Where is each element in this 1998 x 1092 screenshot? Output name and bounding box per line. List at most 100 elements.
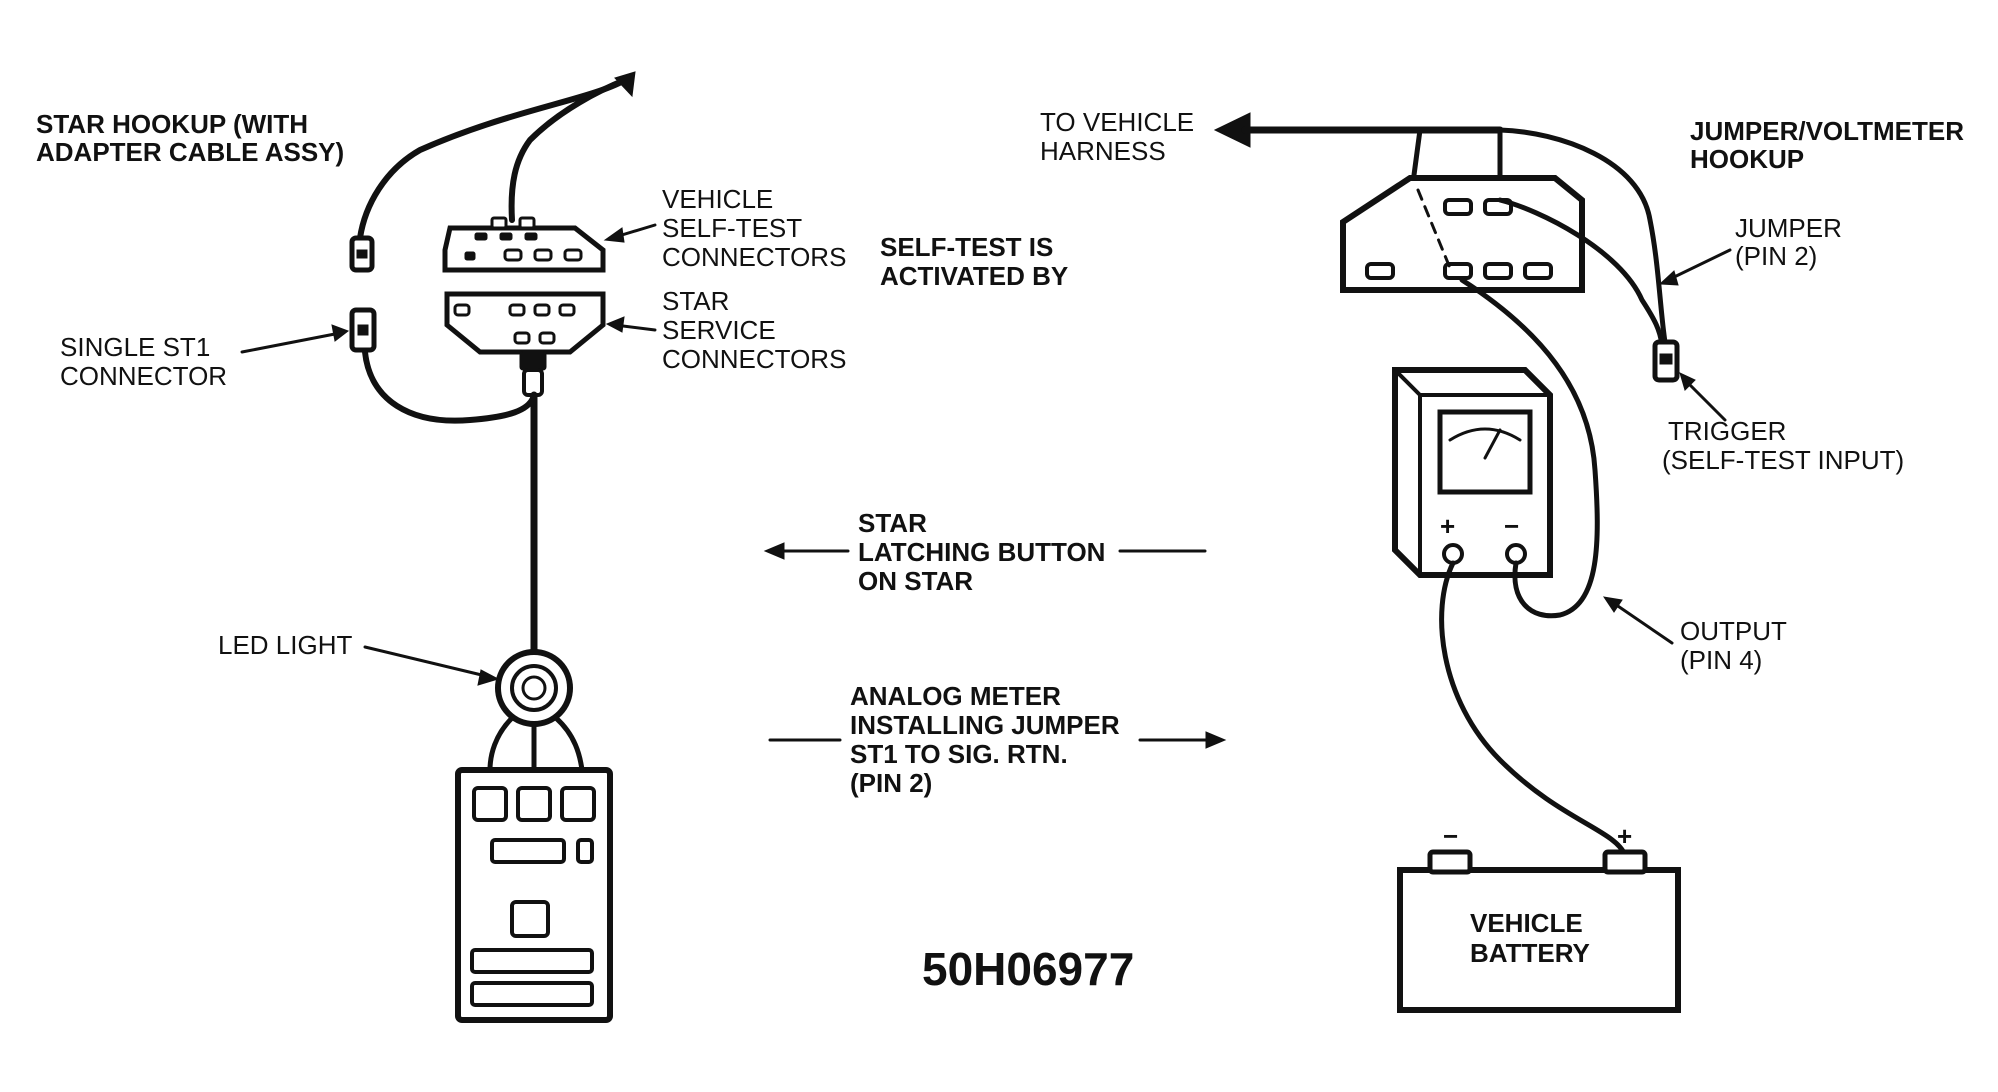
battery-label-line2: BATTERY — [1470, 938, 1590, 968]
meter-terminal-plus — [1442, 543, 1464, 565]
tester-latch-button — [510, 900, 550, 938]
vst-pin — [503, 248, 523, 262]
analog-line2: INSTALLING JUMPER — [850, 710, 1120, 740]
star-service-label-line2: SERVICE — [662, 315, 776, 345]
rc-pin — [1483, 262, 1513, 280]
jv-title-line1: JUMPER/VOLTMETER — [1690, 116, 1964, 146]
jumper-pointer-line — [1666, 248, 1732, 282]
rc-pin — [1523, 262, 1553, 280]
vst-pin — [524, 232, 538, 241]
st1-top-plug-slot — [356, 249, 368, 259]
led-core — [521, 675, 547, 701]
tester-display — [490, 838, 566, 864]
trigger-pointer-line — [1683, 378, 1727, 422]
meter-scale — [1448, 427, 1522, 442]
tester-button — [560, 786, 596, 822]
harness-wire-right — [1497, 127, 1671, 363]
internal-dashed-link — [1416, 188, 1452, 270]
vst-pin — [464, 251, 476, 261]
vst-pointer-arrow — [603, 227, 625, 243]
to-vehicle-line1: TO VEHICLE — [1040, 107, 1194, 137]
analog-line1: ANALOG METER — [850, 681, 1061, 711]
star-left-arrow — [763, 542, 785, 560]
trigger-label-line2: (SELF-TEST INPUT) — [1662, 445, 1904, 475]
led-pointer-line — [363, 645, 492, 679]
ssc-pin — [558, 303, 576, 317]
rc-pin — [1443, 198, 1473, 216]
battery-plus-sign: + — [1617, 821, 1632, 851]
star-service-label-line3: CONNECTORS — [662, 344, 846, 374]
tester-indicator — [576, 838, 594, 864]
single-st1-slot — [357, 324, 369, 336]
led-light-label: LED LIGHT — [218, 630, 352, 660]
left-title-line1: STAR HOOKUP (WITH — [36, 109, 308, 139]
meter-minus-sign: − — [1504, 511, 1519, 541]
ssc-pin — [533, 303, 551, 317]
vst-pin — [490, 216, 508, 230]
rc-pin — [1443, 262, 1473, 280]
vst-pin — [533, 248, 553, 262]
meter-terminal-minus — [1505, 543, 1527, 565]
output-pointer-arrow — [1602, 596, 1623, 613]
ssc-pin — [508, 303, 526, 317]
vehicle-selftest-label-line3: CONNECTORS — [662, 242, 846, 272]
vehicle-battery — [1397, 867, 1681, 1013]
vst-pin — [499, 232, 513, 241]
star-latch-line2: LATCHING BUTTON — [858, 537, 1105, 567]
battery-terminal-plus — [1602, 849, 1648, 875]
battery-minus-sign: − — [1443, 821, 1458, 851]
output-pointer-line — [1610, 600, 1674, 645]
meter-needle — [1483, 428, 1502, 460]
tester-button — [472, 786, 508, 822]
ssc-stem-plug — [522, 368, 544, 397]
led-leg — [553, 715, 585, 773]
jumper-label-line2: (PIN 2) — [1735, 241, 1817, 271]
vst-pin — [518, 216, 536, 230]
vehicle-selftest-label-line2: SELF-TEST — [662, 213, 802, 243]
star-latch-line3: ON STAR — [858, 566, 973, 596]
ssc-stem — [519, 351, 547, 371]
ssc-pin — [513, 331, 531, 345]
star-latch-line1: STAR — [858, 508, 927, 538]
tester-panel — [470, 948, 594, 974]
single-st1-label-line1: SINGLE ST1 — [60, 332, 210, 362]
output-wire — [1459, 277, 1600, 619]
trigger-plug-slot — [1659, 353, 1673, 365]
vst-pin — [474, 232, 488, 241]
selftest-line1: SELF-TEST IS — [880, 232, 1053, 262]
vehicle-selftest-label-line1: VEHICLE — [662, 184, 773, 214]
st1-cable — [362, 349, 536, 424]
analog-right-arrow — [1205, 731, 1227, 749]
star-service-label-line1: STAR — [662, 286, 729, 316]
meter-face — [1437, 409, 1533, 495]
selftest-line2: ACTIVATED BY — [880, 261, 1068, 291]
trigger-label-line1: TRIGGER — [1668, 416, 1786, 446]
trigger-pointer-arrow — [1679, 372, 1696, 391]
st1-pointer-arrow — [331, 324, 350, 342]
to-vehicle-line2: HARNESS — [1040, 136, 1166, 166]
cable-top-b — [357, 77, 628, 241]
meter-plus-sign: + — [1440, 511, 1455, 541]
battery-plus-wire — [1439, 560, 1628, 858]
jumper-pointer-arrow — [1658, 270, 1679, 286]
single-st1-label-line2: CONNECTOR — [60, 361, 227, 391]
battery-terminal-minus — [1427, 849, 1473, 875]
jumper-wire — [1497, 197, 1665, 348]
ssc-pin — [538, 331, 556, 345]
output-label-line2: (PIN 4) — [1680, 645, 1762, 675]
ssc-pin — [453, 303, 471, 317]
tester-panel — [470, 981, 594, 1007]
rc-pin — [1365, 262, 1395, 280]
left-title-line2: ADAPTER CABLE ASSY) — [36, 137, 344, 167]
jv-title-line2: HOOKUP — [1690, 144, 1804, 174]
jumper-label-line1: JUMPER — [1735, 213, 1842, 243]
ssc-pointer-arrow — [605, 316, 625, 333]
tester-button — [516, 786, 552, 822]
cable-end-tip — [614, 71, 636, 98]
st1-pointer-line — [240, 331, 342, 354]
figure-code: 50H06977 — [922, 943, 1134, 995]
analog-line4: (PIN 2) — [850, 768, 932, 798]
analog-line3: ST1 TO SIG. RTN. — [850, 739, 1068, 769]
